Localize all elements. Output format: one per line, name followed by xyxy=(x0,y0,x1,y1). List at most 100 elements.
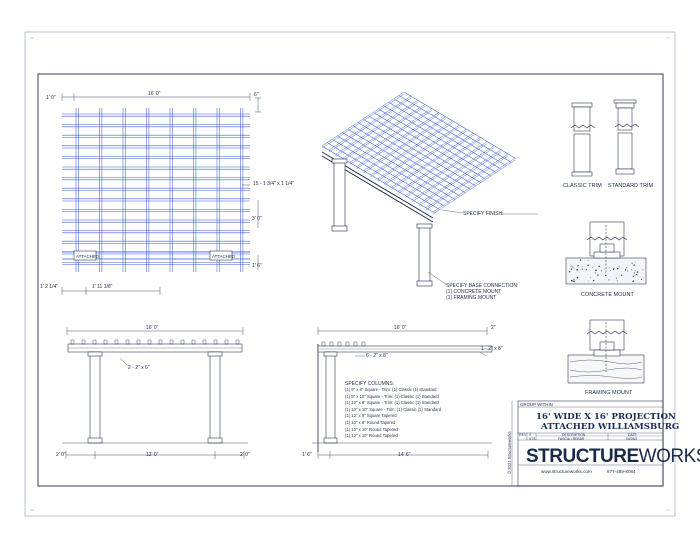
concrete-dot xyxy=(615,277,617,279)
concrete-dot xyxy=(600,270,602,272)
concrete-dot xyxy=(616,280,618,282)
front-dim-bottom-right: 2' 0" xyxy=(240,452,250,458)
side-dim-bottom-left: 1' 6" xyxy=(302,452,312,458)
iso-batten xyxy=(321,93,405,149)
iso-rafter xyxy=(405,92,517,160)
front-dim-top: 16' 0" xyxy=(146,325,159,331)
iso-rafter xyxy=(343,133,456,200)
framing-mount-detail xyxy=(567,319,645,384)
column-option: (1) 12" x 10" Round Tapered xyxy=(345,433,398,439)
concrete-dot xyxy=(571,279,573,282)
classic-trim-label: CLASSIC TRIM xyxy=(563,183,602,189)
front-rafter-end xyxy=(92,339,97,345)
concrete-dot xyxy=(581,268,583,270)
side-rafter-end xyxy=(337,341,342,347)
concrete-mount-detail xyxy=(565,221,647,285)
front-rafter-end xyxy=(235,339,240,345)
iso-rafter xyxy=(400,96,512,163)
front-rafter-end xyxy=(169,339,174,345)
concrete-dot xyxy=(604,268,605,270)
side-rafter-end xyxy=(321,341,326,347)
concrete-texture xyxy=(568,259,644,283)
front-dim-bottom-left: 2' 0" xyxy=(56,452,66,458)
side-dim-top-right: 2" xyxy=(491,325,496,331)
plan-dim-right-top: 6" xyxy=(254,92,259,98)
plan-dim-bottom-mid: 1' 11 1/8" xyxy=(92,284,113,290)
concrete-dot xyxy=(573,279,575,281)
plan-dim-bottom-left: 1' 2 1/4" xyxy=(40,284,59,290)
column-options-list: (1) 8" x 8" Square - Trim: (1) Classic (… xyxy=(345,387,441,440)
front-rafter-end xyxy=(125,339,130,345)
desc-label: DESCRIPTION xyxy=(562,432,586,437)
iso-finish-note: SPECIFY FINISH: xyxy=(463,211,504,217)
side-rafter-end xyxy=(353,341,358,347)
concrete-dot xyxy=(574,281,576,283)
classic-trim-detail xyxy=(570,102,596,177)
concrete-dot xyxy=(618,265,620,267)
concrete-dot xyxy=(572,267,574,269)
scale-value: NTS xyxy=(529,436,536,441)
iso-rafter xyxy=(369,116,481,183)
plan-dimensions xyxy=(61,93,261,295)
concrete-dot xyxy=(631,262,633,264)
column-option: (1) 10" x 8" Square - Trim: (1) Classic … xyxy=(345,400,439,406)
date-value: 04/05/2 xyxy=(626,436,638,441)
concrete-dot xyxy=(573,278,575,280)
front-rafter-ends xyxy=(70,339,240,345)
concrete-dot xyxy=(640,278,643,281)
concrete-dot xyxy=(570,268,573,270)
isometric-view xyxy=(321,91,517,223)
front-rafter-end xyxy=(213,339,218,345)
title-line-1: 16' WIDE X 16' PROJECTION xyxy=(536,412,676,422)
front-rafter-end xyxy=(103,339,108,345)
iso-rafter xyxy=(338,136,450,204)
concrete-dot xyxy=(573,280,575,282)
concrete-dot xyxy=(597,274,599,276)
desc-value: FASCIA / REBAR xyxy=(558,436,585,441)
front-rafter-end xyxy=(81,339,86,345)
concrete-dot xyxy=(574,268,575,270)
concrete-dot xyxy=(633,264,635,266)
concrete-dot xyxy=(585,269,588,271)
concrete-dot xyxy=(631,269,633,271)
plan-dim-right-mid: 3' 0" xyxy=(252,216,262,222)
concrete-dot xyxy=(626,270,629,272)
front-rafter-end xyxy=(147,339,152,345)
front-rafter-end xyxy=(202,339,207,345)
iso-rafter xyxy=(374,113,486,180)
iso-columns xyxy=(331,158,433,287)
plan-post-tag xyxy=(209,250,233,261)
concrete-dot xyxy=(576,269,578,271)
concrete-dot xyxy=(571,265,573,267)
concrete-dot xyxy=(624,269,627,271)
column-option: (1) 10" x 10" Round Tapered xyxy=(345,426,398,432)
concrete-dot xyxy=(581,266,583,268)
concrete-dot xyxy=(609,266,610,268)
concrete-dot xyxy=(594,272,596,274)
concrete-dot xyxy=(595,269,597,272)
front-rafter-end xyxy=(224,339,229,345)
concrete-dot xyxy=(605,274,607,277)
rev-label: REV xyxy=(519,433,527,437)
title-block-frame xyxy=(511,400,664,487)
iso-rafter xyxy=(359,123,471,190)
front-rafter-end xyxy=(191,339,196,345)
concrete-dot xyxy=(636,271,639,273)
concrete-dot xyxy=(580,260,582,262)
side-elevation xyxy=(312,327,493,459)
concrete-dot xyxy=(642,269,644,271)
column-list-title: SPECIFY COLUMNS: xyxy=(345,381,395,387)
concrete-dot xyxy=(577,265,579,267)
structureworks-logo: STRUCTUREWORKS™ xyxy=(526,446,700,467)
standard-trim-label: STANDARD TRIM xyxy=(608,183,654,189)
front-elevation xyxy=(62,327,248,459)
column-option: (1) 10" x 10" Square - Trim: (1) Classic… xyxy=(345,406,442,412)
concrete-dot xyxy=(584,269,586,271)
inner-frame xyxy=(37,73,664,487)
concrete-dot xyxy=(636,274,638,276)
front-rafter-end xyxy=(114,339,119,345)
side-rafter-end xyxy=(329,341,334,347)
iso-rafter xyxy=(364,119,476,187)
iso-rafter xyxy=(323,146,435,214)
